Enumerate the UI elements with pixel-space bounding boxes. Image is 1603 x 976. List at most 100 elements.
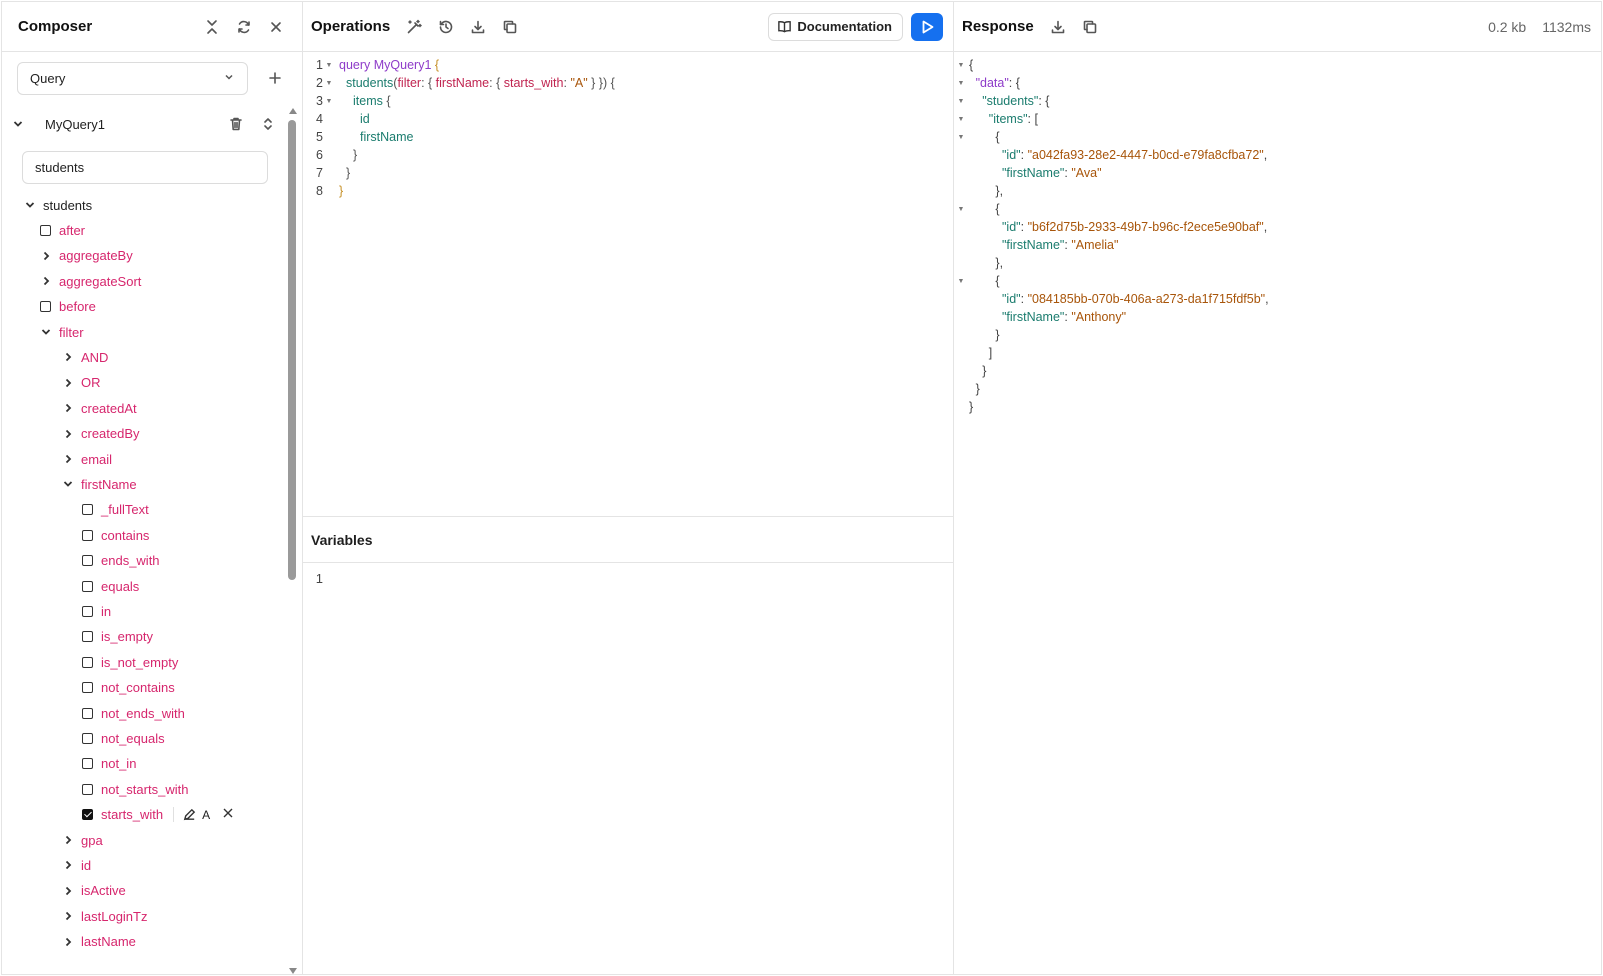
tree-item[interactable]: lastName (62, 929, 136, 955)
tree-item[interactable]: createdAt (62, 395, 137, 421)
documentation-button[interactable]: Documentation (768, 12, 903, 41)
tree-item[interactable]: not_ends_with (82, 700, 185, 726)
chevron-down-icon[interactable] (62, 478, 74, 490)
tree-item[interactable]: lastLoginTz (62, 903, 147, 929)
tree-item[interactable]: ends_with (82, 548, 160, 574)
operation-type-select[interactable]: Query (17, 62, 248, 95)
fold-icon[interactable]: ▼ (325, 97, 333, 105)
trash-icon[interactable] (220, 108, 252, 140)
chevron-right-icon[interactable] (62, 453, 74, 465)
run-button[interactable] (911, 12, 943, 41)
checkbox[interactable] (82, 605, 93, 617)
checkbox[interactable] (82, 656, 93, 668)
tree-item[interactable]: contains (82, 522, 149, 548)
tree-item[interactable]: id (62, 852, 91, 878)
chevron-down-icon[interactable] (24, 199, 36, 211)
tree-item[interactable]: not_in (82, 751, 136, 777)
tree-item[interactable]: after (40, 217, 85, 243)
refresh-icon[interactable] (228, 11, 260, 43)
tree-item[interactable]: _fullText (82, 497, 149, 523)
tree-item[interactable]: in (82, 598, 111, 624)
tree-item[interactable]: createdBy (62, 421, 140, 447)
tree-item[interactable]: aggregateBy (40, 243, 133, 269)
tree-item[interactable]: email (62, 446, 112, 472)
scrollbar[interactable] (288, 106, 298, 976)
chevron-right-icon[interactable] (62, 834, 74, 846)
tree-item[interactable]: not_contains (82, 675, 175, 701)
expand-collapse-icon[interactable] (252, 108, 284, 140)
operation-row[interactable]: MyQuery1 (12, 109, 284, 139)
scrollbar-thumb[interactable] (288, 120, 296, 580)
chevron-down-icon[interactable] (12, 118, 24, 130)
checkbox[interactable] (82, 504, 93, 516)
copy-icon[interactable] (494, 11, 526, 43)
tree-item[interactable]: gpa (62, 827, 103, 853)
fold-icon[interactable]: ▼ (957, 79, 965, 87)
fold-icon[interactable]: ▼ (957, 133, 965, 141)
checkbox[interactable] (82, 682, 93, 694)
tree-item[interactable]: isActive (62, 878, 126, 904)
checkbox[interactable] (82, 529, 93, 541)
chevron-right-icon[interactable] (62, 377, 74, 389)
tree-item[interactable]: is_not_empty (82, 649, 178, 675)
tree-item-label: isActive (81, 883, 126, 899)
chevron-down-icon[interactable] (40, 326, 52, 338)
checkbox[interactable] (82, 758, 93, 770)
fold-icon[interactable]: ▼ (957, 97, 965, 105)
chevron-right-icon[interactable] (62, 885, 74, 897)
argument-value[interactable]: A (173, 807, 210, 823)
close-icon[interactable] (260, 11, 292, 43)
chevron-right-icon[interactable] (62, 351, 74, 363)
tree-item[interactable]: not_equals (82, 725, 165, 751)
variables-editor[interactable]: 1 (303, 569, 953, 587)
chevron-right-icon[interactable] (62, 936, 74, 948)
chevron-right-icon[interactable] (62, 910, 74, 922)
collapse-all-icon[interactable] (196, 11, 228, 43)
fold-icon[interactable]: ▼ (325, 79, 333, 87)
chevron-right-icon[interactable] (62, 859, 74, 871)
fold-icon[interactable]: ▼ (325, 61, 333, 69)
scroll-down-icon[interactable] (289, 968, 297, 974)
scroll-up-icon[interactable] (289, 108, 297, 114)
checkbox[interactable] (82, 783, 93, 795)
checkbox[interactable] (82, 707, 93, 719)
response-text: { (968, 58, 973, 72)
checkbox[interactable] (82, 809, 93, 821)
prettify-icon[interactable] (398, 11, 430, 43)
history-icon[interactable] (430, 11, 462, 43)
tree-item[interactable]: aggregateSort (40, 268, 141, 294)
tree-item[interactable]: students (24, 192, 92, 218)
download-icon[interactable] (1042, 11, 1074, 43)
tree-item[interactable]: firstName (62, 471, 137, 497)
add-operation-icon[interactable] (259, 62, 291, 94)
checkbox[interactable] (40, 301, 51, 313)
tree-item[interactable]: OR (62, 370, 101, 396)
chevron-right-icon[interactable] (62, 428, 74, 440)
checkbox[interactable] (82, 555, 93, 567)
tree-item[interactable]: equals (82, 573, 139, 599)
download-icon[interactable] (462, 11, 494, 43)
chevron-right-icon[interactable] (40, 275, 52, 287)
fold-icon[interactable]: ▼ (957, 205, 965, 213)
json-token: : (1064, 238, 1072, 252)
fold-icon[interactable]: ▼ (957, 277, 965, 285)
fold-icon[interactable]: ▼ (957, 115, 965, 123)
chevron-right-icon[interactable] (62, 402, 74, 414)
remove-argument-icon[interactable] (222, 807, 234, 822)
checkbox[interactable] (82, 732, 93, 744)
copy-icon[interactable] (1074, 11, 1106, 43)
tree-item[interactable]: filter (40, 319, 84, 345)
pencil-icon (183, 808, 196, 821)
tree-item[interactable]: before (40, 294, 96, 320)
checkbox[interactable] (82, 580, 93, 592)
tree-item[interactable]: is_empty (82, 624, 153, 650)
chevron-right-icon[interactable] (40, 250, 52, 262)
fold-icon[interactable]: ▼ (957, 61, 965, 69)
query-editor[interactable]: 1▼query MyQuery1 {2▼students(filter: { f… (303, 56, 953, 200)
checkbox[interactable] (82, 631, 93, 643)
tree-item[interactable]: AND (62, 344, 108, 370)
tree-item[interactable]: not_starts_with (82, 776, 188, 802)
checkbox[interactable] (40, 224, 51, 236)
search-input[interactable] (22, 151, 268, 184)
